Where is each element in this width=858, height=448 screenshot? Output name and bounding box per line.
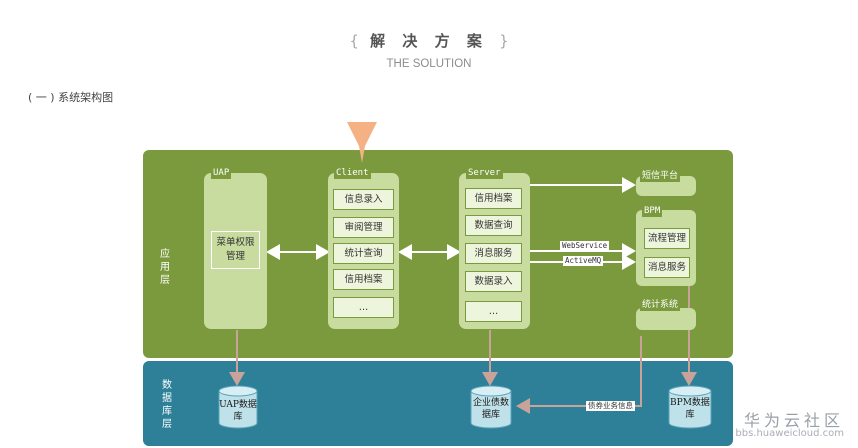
uap-caption: UAP	[211, 167, 232, 179]
section-heading: ( 一 ) 系统架构图	[28, 91, 114, 104]
bpm-database: BPM数据库	[668, 385, 712, 429]
title-brace-open: {	[349, 32, 359, 50]
stats-db-arrow	[516, 336, 642, 414]
client-item: 统计查询	[333, 243, 394, 264]
application-layer-label: 应用层	[160, 249, 170, 286]
menu-permission-item: 菜单权限管理	[211, 231, 260, 269]
client-item: 信息录入	[333, 189, 394, 210]
bpm-item: 消息服务	[644, 257, 690, 278]
stats-system-component	[636, 308, 696, 330]
title-brace-close: }	[499, 32, 509, 50]
stats-system-caption: 统计系统	[640, 299, 681, 311]
database-icon	[668, 385, 712, 429]
server-caption: Server	[466, 167, 503, 179]
server-item: 数据查询	[465, 215, 522, 236]
enterprise-database-label: 企业债数据库	[472, 398, 509, 420]
uap-database: UAP数据库	[218, 385, 258, 429]
client-item: 审阅管理	[333, 217, 394, 238]
enterprise-database: 企业债数据库	[470, 385, 512, 429]
bpm-database-label: BPM数据库	[670, 398, 710, 420]
server-item: …	[465, 301, 522, 322]
page-subtitle: THE SOLUTION	[386, 58, 472, 70]
client-item: …	[333, 297, 394, 318]
database-icon	[470, 385, 512, 429]
webservice-label: WebService	[560, 241, 610, 251]
watermark-url: bbs.huaweicloud.com	[735, 428, 844, 439]
debt-info-label: 债券业务信息	[586, 401, 635, 411]
client-item: 信用档案	[333, 269, 394, 290]
client-caption: Client	[334, 167, 371, 179]
database-icon	[218, 385, 258, 429]
bpm-caption: BPM	[642, 205, 663, 217]
entry-arrow-icon	[347, 122, 377, 163]
server-item: 信用档案	[465, 188, 522, 209]
activemq-label: ActiveMQ	[563, 256, 604, 266]
server-item: 数据录入	[465, 271, 522, 292]
bpm-item: 流程管理	[644, 228, 690, 249]
title-text: 解 决 方 案	[370, 32, 488, 50]
database-layer-label: 数据库层	[162, 380, 172, 430]
server-item: 消息服务	[465, 243, 522, 264]
page-title: { 解 决 方 案 }	[0, 30, 858, 51]
uap-database-label: UAP数据库	[219, 400, 257, 422]
sms-platform-caption: 短信平台	[640, 170, 681, 182]
watermark-name: 华为云社区	[743, 411, 844, 430]
